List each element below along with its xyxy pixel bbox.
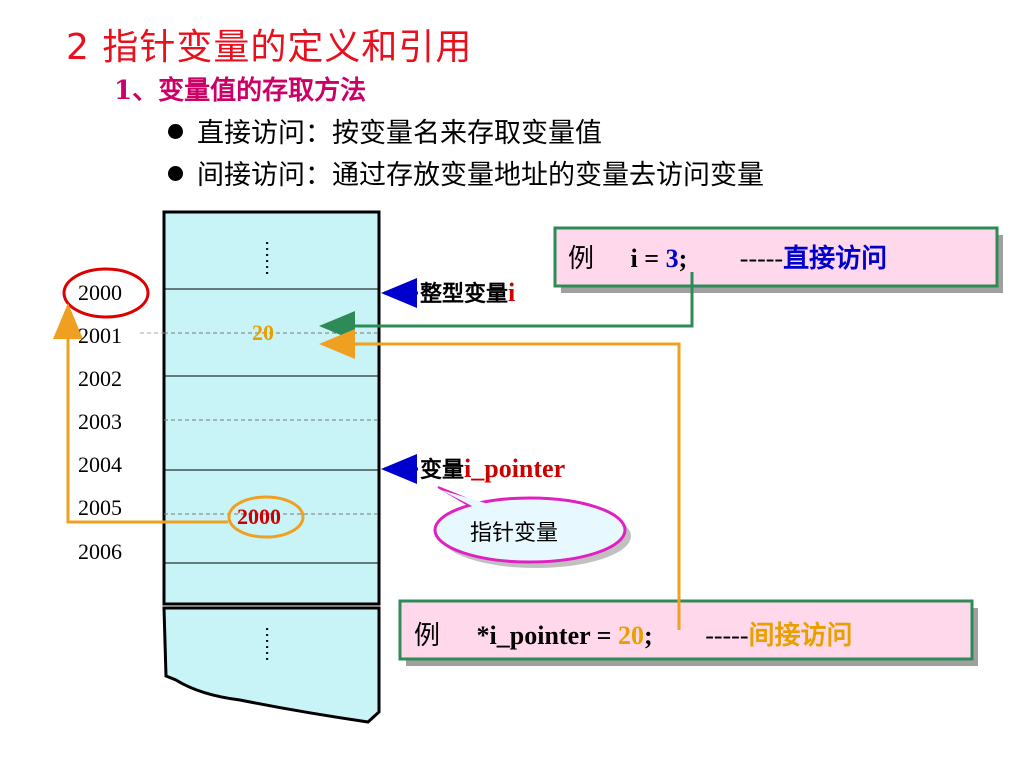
example-value: 3 [665,244,679,273]
example-code-post: ; [678,244,688,273]
address-2005: 2005 [78,495,122,520]
example-code-post: ; [644,621,653,650]
bullet-dot-icon [168,166,183,181]
address-arrow [53,303,228,524]
address-2006: 2006 [78,539,122,564]
example-word: 例 [568,244,595,274]
int-var-name: i [508,278,516,307]
address-2002: 2002 [78,366,122,391]
address-2004: 2004 [78,452,122,477]
indirect-access-arrow [319,329,681,630]
bullet-text: 间接访问：通过存放变量地址的变量去访问变量 [197,160,764,191]
int-var-label: 整型变量i [420,276,515,308]
ptr-var-label: 变量i_pointer [420,452,565,484]
ptr-var-prefix: 变量 [420,458,465,483]
pointer-value-highlight [227,495,305,539]
bullet-direct-access: 直接访问：按变量名来存取变量值 [168,111,602,150]
example-dashes: ----- [739,244,784,273]
address-2003: 2003 [78,409,122,434]
ellipsis-top: …… [261,240,282,276]
pointer-callout-bubble [433,496,627,564]
example-tag: 直接访问 [783,244,888,274]
direct-access-arrow [319,272,694,341]
subtitle: 1、变量值的存取方法 [114,76,367,106]
memory-block-continuation [162,606,381,724]
example-code-pre: i = [630,244,666,273]
bullet-indirect-access: 间接访问：通过存放变量地址的变量去访问变量 [168,153,764,192]
example-indirect: 例 *i_pointer = 20; -----间接访问 [414,615,853,652]
example-dashes: ----- [705,621,749,650]
example-value: 20 [618,621,644,650]
address-2000: 2000 [78,280,122,305]
cell-value-pointer: 2000 [237,504,281,529]
memory-block [162,210,381,606]
example-indirect-box [398,599,974,661]
address-2001: 2001 [78,323,122,348]
pointer-callout-text: 指针变量 [470,521,559,546]
example-code-pre: *i_pointer = [476,621,618,650]
example-direct-box [553,226,999,288]
ptr-var-name: i_pointer [464,454,566,483]
example-word: 例 [414,621,441,651]
example-direct: 例 i = 3; -----直接访问 [568,238,887,275]
bullet-dot-icon [168,124,183,139]
address-highlight-circle [62,267,150,319]
bullet-text: 直接访问：按变量名来存取变量值 [197,118,602,149]
int-var-prefix: 整型变量 [420,282,509,307]
cell-value-i: 20 [252,320,274,345]
example-tag: 间接访问 [748,621,853,651]
page-title: 2 指针变量的定义和引用 [66,27,473,68]
ellipsis-bottom: …… [261,626,282,662]
